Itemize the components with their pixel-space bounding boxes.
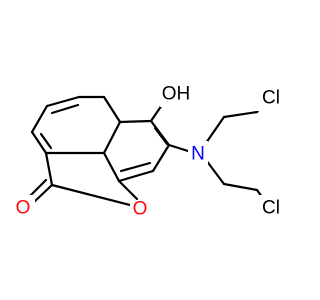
lactone-bond-3	[117, 179, 139, 201]
ring-left-double-2	[39, 132, 53, 150]
cl-bottom-label-background	[256, 195, 286, 221]
ring-left-bond-7	[30, 130, 48, 155]
n-ch2-top	[204, 115, 226, 145]
ring-left-bond-5	[102, 120, 122, 155]
ring-right-bond-4	[117, 169, 155, 183]
carbonyl-bond-2	[28, 178, 48, 198]
carbonyl-oxygen-background	[13, 195, 35, 221]
amine-nitrogen-label: N	[191, 144, 205, 165]
ring-right-bond-5	[102, 151, 121, 183]
cl-top-label-background	[256, 85, 286, 111]
molecule-diagram: OH N Cl Cl O O	[13, 81, 286, 226]
lactone-bond-1	[44, 151, 54, 187]
n-label-background	[188, 141, 208, 167]
ring-right-double-2	[119, 161, 152, 173]
bond-layer	[28, 95, 264, 207]
ring-left-bond-2	[45, 95, 81, 108]
ring-left-bond-1	[30, 104, 49, 134]
n-ch2-bottom	[204, 158, 226, 186]
oh-label-background	[160, 81, 196, 107]
ring-right-bond-1	[118, 119, 153, 124]
c-n-bond	[167, 143, 190, 153]
carbonyl-oxygen-label: O	[16, 198, 31, 219]
ch2-ch2-top	[222, 110, 259, 119]
chlorine-top-label: Cl	[262, 88, 280, 109]
ring-left-bond-4	[102, 95, 122, 124]
ch2-ch2-bottom	[222, 182, 259, 192]
ring-oxygen-label: O	[133, 199, 148, 220]
atom-label-layer: OH N Cl Cl O O	[13, 81, 286, 226]
ring-left-double-1	[50, 103, 80, 115]
ring-right-double-1	[153, 126, 169, 146]
carbonyl-bond-1	[32, 183, 54, 204]
ring-right-bond-3	[151, 143, 171, 173]
ring-oxygen-background	[130, 200, 152, 226]
lactone-bond-2	[50, 183, 132, 207]
chlorine-bottom-label: Cl	[262, 198, 280, 219]
hydroxyl-label: OH	[162, 84, 191, 105]
